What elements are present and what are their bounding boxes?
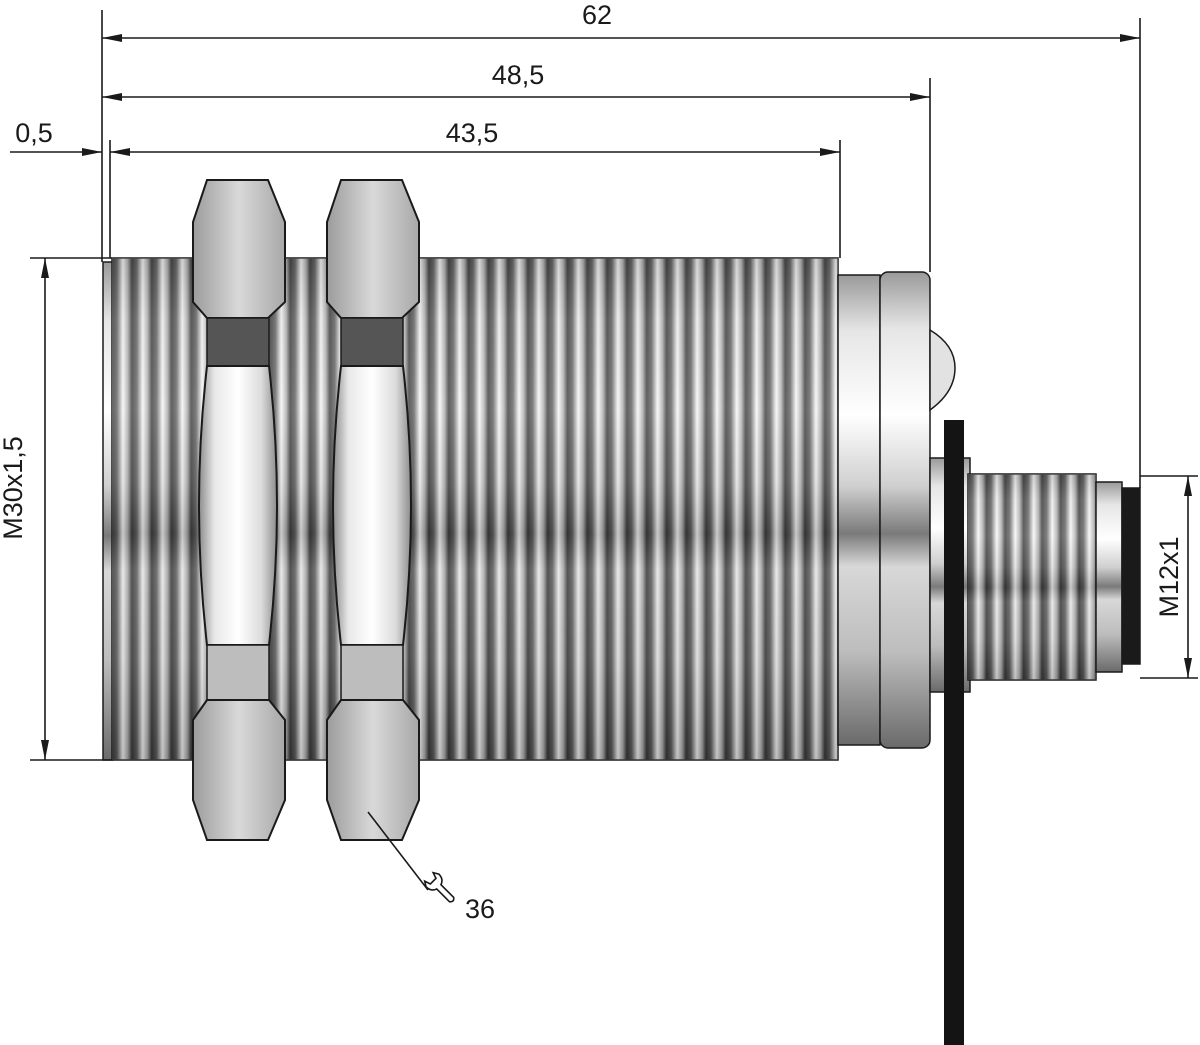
dim-wrench-size: 36 xyxy=(465,894,495,924)
wrench-icon xyxy=(423,871,455,903)
dim-main-thread: M30x1,5 xyxy=(0,436,28,540)
lock-nut-left xyxy=(192,179,286,841)
rear-flange xyxy=(879,271,931,749)
dimension-lines xyxy=(10,10,1198,891)
rear-collar xyxy=(837,274,881,746)
connector-shading xyxy=(968,474,1096,680)
dim-front-offset: 0,5 xyxy=(15,118,53,148)
dim-overall-length: 62 xyxy=(582,0,612,30)
connector-tip xyxy=(1095,481,1123,673)
led-window xyxy=(929,328,956,412)
connector-seal xyxy=(1121,487,1141,665)
dim-connector-thread: M12x1 xyxy=(1154,536,1184,617)
dim-housing-length: 48,5 xyxy=(492,60,545,90)
cable xyxy=(944,420,964,1045)
lock-nut-right xyxy=(326,179,420,841)
dim-thread-length: 43,5 xyxy=(446,118,499,148)
wrench-leader xyxy=(367,811,429,891)
